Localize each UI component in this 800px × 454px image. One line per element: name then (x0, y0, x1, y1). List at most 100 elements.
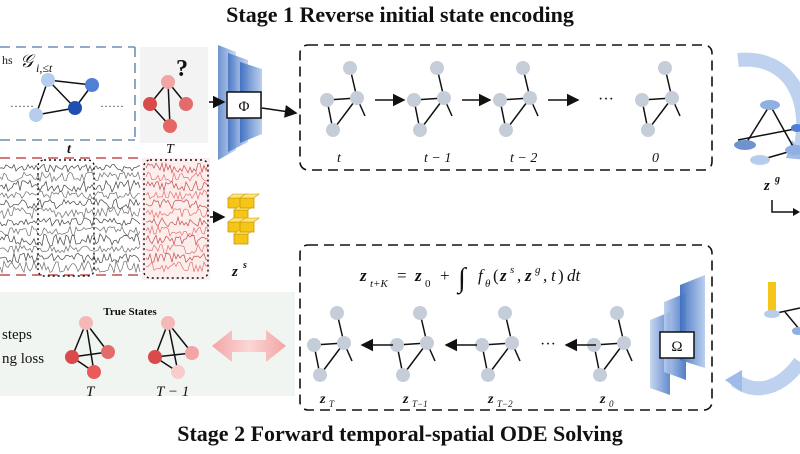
node (390, 338, 404, 352)
sequence-sub: T (329, 399, 335, 409)
node (171, 365, 185, 379)
graph-at-t (29, 73, 99, 122)
eeg-trace (145, 180, 209, 192)
svg-text:,: , (517, 266, 521, 285)
graph-label-sub: i,≤t (36, 61, 53, 75)
node (79, 316, 93, 330)
node (593, 368, 607, 382)
phi-box (226, 91, 262, 119)
cube-top (239, 217, 260, 223)
graph-label-math: 𝒢 (20, 51, 36, 71)
eeg-trace (0, 171, 141, 184)
svg-text:dt: dt (567, 266, 582, 285)
encoder-phi: Φ (218, 45, 262, 160)
node (396, 368, 410, 382)
svg-text:=: = (397, 266, 407, 285)
node (523, 91, 537, 105)
ode-equation: z t+K = z 0 + ∫ f θ ( z s , z g , t ) dt (359, 263, 582, 295)
node (163, 119, 177, 133)
eeg-trace (145, 189, 209, 201)
double-arrow (212, 330, 286, 362)
zs-cubes (227, 193, 260, 245)
node (764, 310, 780, 318)
node (734, 140, 756, 150)
time-series-box (0, 157, 210, 280)
graph-label-prefix: hs (2, 53, 13, 67)
node (498, 306, 512, 320)
svg-text:): ) (558, 266, 564, 285)
decoder-omega: Ω (650, 275, 705, 395)
ellipsis: ··· (540, 336, 556, 353)
sequence-sub: T−1 (412, 399, 428, 409)
sequence-label: t (337, 151, 342, 166)
node (85, 78, 99, 92)
true-label-T-1: T − 1 (156, 384, 189, 400)
history-graph-box: hs 𝒢 i,≤t …… …… t (0, 46, 136, 157)
label-T: T (166, 142, 175, 157)
sequence-label: 0 (652, 151, 659, 166)
svg-text:t: t (551, 266, 557, 285)
sequence-graph (475, 306, 521, 382)
node (87, 365, 101, 379)
node (785, 145, 800, 155)
eeg-traces (0, 163, 141, 274)
sequence-graph (493, 61, 539, 137)
zs-label: z s (231, 260, 247, 280)
cube-top (239, 193, 260, 199)
node (307, 338, 321, 352)
svg-text:g: g (774, 174, 780, 185)
ellipsis: ··· (598, 91, 614, 108)
true-graph-T: T (65, 316, 115, 400)
svg-text:0: 0 (425, 278, 431, 290)
svg-text:∫: ∫ (456, 263, 468, 295)
eeg-trace (0, 198, 141, 210)
reverse-sequence-box (299, 44, 713, 171)
svg-text:g: g (535, 264, 541, 276)
node (343, 61, 357, 75)
node (791, 124, 800, 132)
arrow-zg-down (771, 200, 795, 213)
eeg-trace (0, 259, 141, 274)
node (68, 101, 82, 115)
eeg-trace (145, 243, 209, 255)
svg-text:z: z (359, 266, 367, 285)
eeg-trace (145, 198, 209, 210)
node (161, 75, 175, 89)
left-text-2: ng loss (2, 351, 44, 367)
node (481, 368, 495, 382)
omega-box (659, 331, 695, 359)
stage2-right-graph (725, 282, 800, 396)
svg-text:(: ( (493, 266, 499, 285)
node (792, 327, 800, 335)
sequence-label: z (402, 392, 409, 407)
label-t: t (67, 142, 72, 157)
eeg-trace (0, 252, 141, 265)
node (330, 306, 344, 320)
sequence-graph (320, 61, 366, 137)
svg-text:f: f (478, 266, 485, 285)
svg-text:+: + (440, 266, 450, 285)
question-mark: ? (176, 56, 188, 82)
cube (239, 197, 255, 209)
svg-text:θ: θ (485, 278, 491, 290)
eeg-trace (145, 251, 209, 264)
dots-left: …… (10, 96, 34, 110)
sequence-sub: T−2 (497, 399, 513, 409)
eeg-trace (0, 163, 141, 173)
node (148, 350, 162, 364)
node (430, 61, 444, 75)
node (610, 306, 624, 320)
node (313, 368, 327, 382)
arrow-phi-to-seq (261, 105, 298, 118)
left-text-1: steps (2, 327, 32, 343)
sequence-label: z (319, 392, 326, 407)
global-graph-zg: z g (734, 52, 800, 216)
node (143, 97, 157, 111)
svg-text:,: , (543, 266, 547, 285)
node (475, 338, 489, 352)
node (760, 100, 780, 110)
sequence-label: z (599, 392, 606, 407)
